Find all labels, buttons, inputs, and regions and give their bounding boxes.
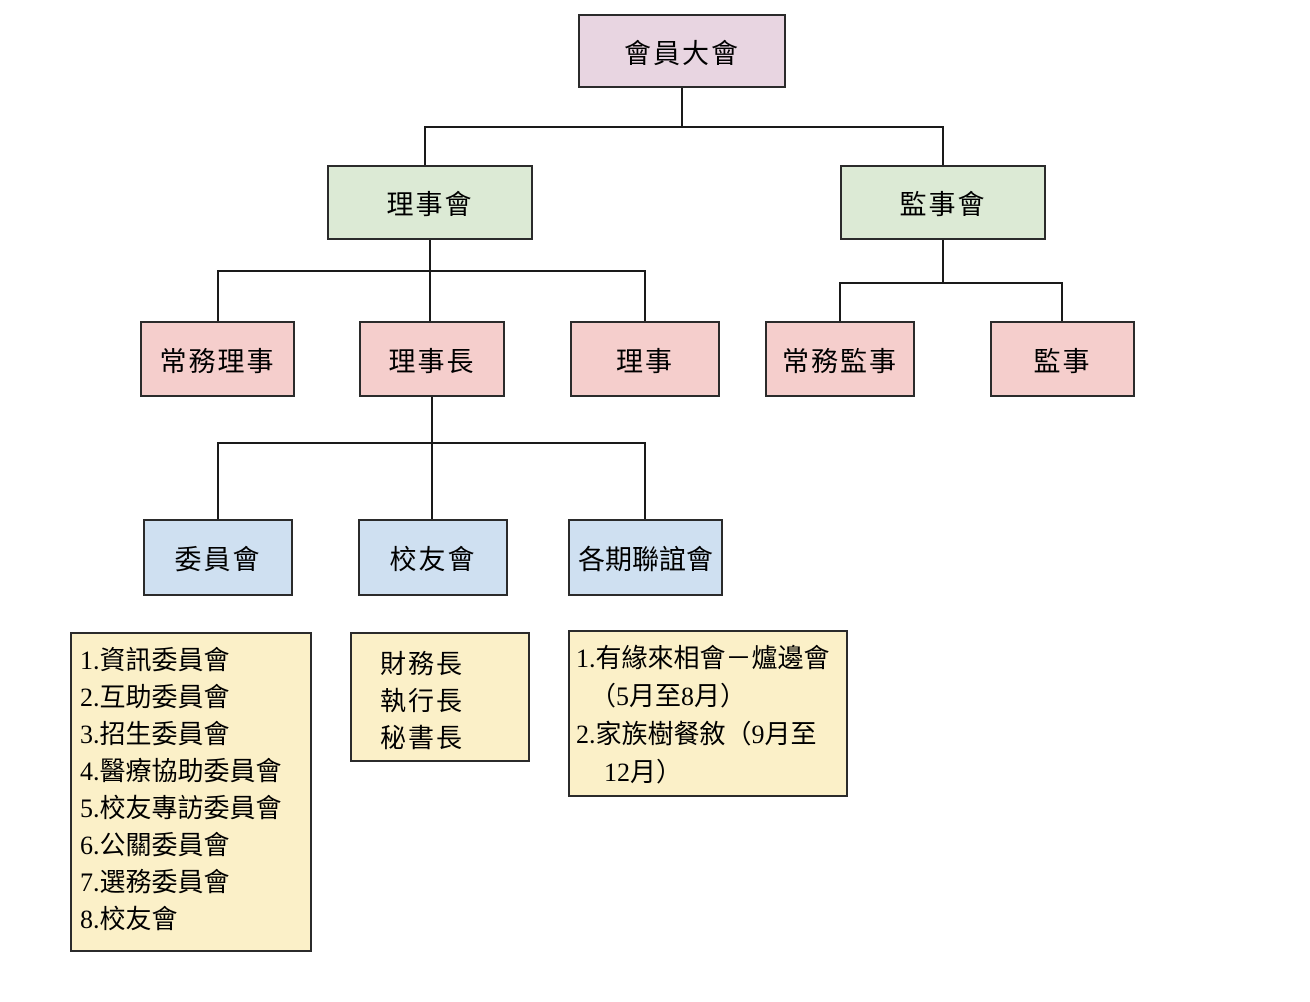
- connector-directors-branch: [217, 240, 646, 321]
- node-alumni-association: 校友會: [358, 519, 508, 596]
- note-officer-list: 財務長 執行長 秘書長: [350, 632, 530, 762]
- node-standing-supervisors-label: 常務監事: [782, 346, 898, 377]
- committee-list-item: 6.公關委員會: [80, 831, 230, 860]
- committee-list-item: 7.選務委員會: [80, 868, 230, 897]
- note-event-list: 1.有緣來相會－爐邊會 （5月至8月） 2.家族樹餐敘（9月至 12月）: [568, 630, 848, 797]
- node-general-assembly-label: 會員大會: [624, 38, 740, 69]
- node-board-of-supervisors: 監事會: [840, 165, 1046, 240]
- node-directors-label: 理事: [616, 346, 674, 377]
- node-board-of-directors-label: 理事會: [386, 190, 474, 220]
- node-chairman: 理事長: [359, 321, 505, 397]
- node-chairman-label: 理事長: [388, 346, 476, 377]
- committee-list-item: 2.互助委員會: [80, 683, 230, 712]
- node-reunion-groups: 各期聯誼會: [568, 519, 723, 596]
- event-list-item: 1.有緣來相會－爐邊會: [576, 644, 830, 673]
- event-list-item: （5月至8月）: [590, 682, 747, 711]
- node-reunion-groups-label: 各期聯誼會: [578, 545, 713, 575]
- node-board-of-supervisors-label: 監事會: [899, 190, 987, 220]
- node-alumni-association-label: 校友會: [389, 545, 477, 575]
- node-committees: 委員會: [143, 519, 293, 596]
- node-supervisors-label: 監事: [1033, 346, 1092, 377]
- event-list-item: 2.家族樹餐敘（9月至: [576, 720, 817, 749]
- node-standing-directors: 常務理事: [140, 321, 295, 397]
- node-standing-supervisors: 常務監事: [765, 321, 915, 397]
- connector-chairman-branch: [217, 397, 646, 519]
- node-board-of-directors: 理事會: [327, 165, 533, 240]
- committee-list-item: 1.資訊委員會: [80, 646, 230, 675]
- node-supervisors: 監事: [990, 321, 1135, 397]
- committee-list-item: 5.校友專訪委員會: [80, 794, 282, 823]
- connector-assembly-to-councils: [424, 88, 944, 165]
- node-committees-label: 委員會: [174, 545, 262, 575]
- note-committee-list: 1.資訊委員會 2.互助委員會 3.招生委員會 4.醫療協助委員會 5.校友專訪…: [70, 632, 312, 952]
- node-general-assembly: 會員大會: [578, 14, 786, 88]
- committee-list-item: 3.招生委員會: [80, 720, 230, 749]
- officer-list-item: 財務長: [380, 650, 465, 679]
- event-list-item: 12月）: [604, 758, 683, 787]
- committee-list-item: 4.醫療協助委員會: [80, 757, 282, 786]
- node-directors: 理事: [570, 321, 720, 397]
- node-standing-directors-label: 常務理事: [159, 346, 276, 377]
- officer-list-item: 秘書長: [380, 724, 465, 753]
- connector-supervisors-branch: [839, 240, 1063, 321]
- officer-list-item: 執行長: [380, 687, 465, 716]
- committee-list-item: 8.校友會: [80, 905, 178, 934]
